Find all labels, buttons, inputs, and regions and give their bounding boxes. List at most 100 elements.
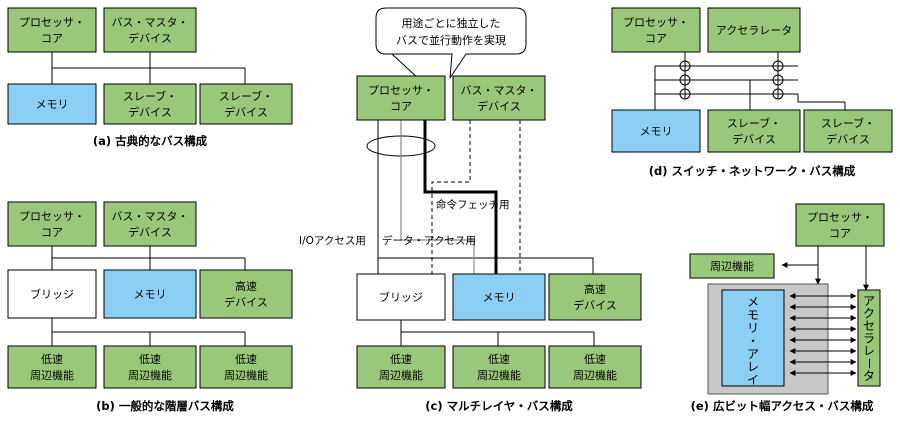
b-cpu-box (7, 201, 97, 247)
e-mem-array-char-5: レ (747, 360, 759, 374)
diagram-d-switch-network: プロセッサ・ コア アクセラレータ メモリ スレーブ・ デバイス スレーブ・ デ… (611, 7, 893, 178)
a-slave2-box (199, 83, 293, 125)
d-caption: (d) スイッチ・ネットワーク・バス構成 (649, 164, 856, 178)
c-callout-bubble (375, 7, 527, 79)
c-low3-label-2: 周辺機能 (573, 368, 617, 382)
d-accel-box (707, 7, 801, 53)
a-slave1-label-1: スレーブ・ (123, 89, 177, 103)
d-accel-label: アクセラレータ (716, 24, 792, 37)
b-low1-label-2: 周辺機能 (30, 368, 74, 382)
d-slave1-label-1: スレーブ・ (727, 116, 781, 130)
diagram-b-hierarchical-bus: プロセッサ・ コア バス・マスタ・ デバイス ブリッジ メモリ 高速 デバイス … (7, 201, 293, 413)
c-fast-label-2: デバイス (573, 298, 617, 312)
b-caption: (b) 一般的な階層バス構成 (96, 399, 234, 413)
c-caption: (c) マルチレイヤ・バス構成 (425, 399, 573, 413)
e-mem-array-box (721, 289, 785, 387)
b-low2-box (103, 345, 197, 389)
e-accel-char-3: ラ (863, 332, 875, 346)
b-bridge-label: ブリッジ (30, 287, 74, 301)
diagram-a-classic-bus: プロセッサ・ コア バス・マスタ・ デバイス メモリ スレーブ・ デバイス スレ… (7, 7, 293, 148)
b-memory-box (103, 269, 197, 319)
e-mem-array-char-3: ・ (747, 334, 759, 348)
a-master-label-2: デバイス (128, 31, 172, 45)
d-cpu-box (611, 7, 701, 53)
e-cpu-label-2: コア (829, 227, 851, 240)
b-master-box (103, 201, 197, 247)
a-cpu-box (7, 7, 97, 53)
e-mem-array-char-6: イ (747, 373, 759, 387)
e-mem-array-vertical-text: メモリ・アレイ (747, 295, 759, 387)
c-instr-bus (423, 120, 498, 274)
e-mem-array-char-2: リ (747, 321, 759, 335)
e-caption: (e) 広ビット幅アクセス・バス構成 (691, 399, 874, 413)
c-master-box (452, 75, 546, 121)
c-master-label-2: デバイス (477, 99, 521, 113)
d-slave2-label-1: スレーブ・ (821, 116, 875, 130)
c-data-label: データ・アクセス用 (382, 234, 476, 247)
b-fast-label-1: 高速 (235, 279, 257, 293)
diagram-e-wide-bus: プロセッサ・ コア 周辺機能 メモリ・アレイ アクセラレータ (e) 広ビット幅… (689, 203, 885, 413)
a-master-box (103, 7, 197, 53)
b-low3-box (199, 345, 293, 389)
a-slave1-label-2: デバイス (128, 105, 172, 119)
d-cpu-label-2: コア (645, 32, 667, 45)
e-accel-char-4: レ (863, 344, 875, 358)
e-accel-char-2: セ (863, 319, 875, 333)
b-master-label-1: バス・マスタ・ (112, 210, 189, 223)
b-bridge-box (7, 269, 97, 319)
c-cpu-box (356, 75, 446, 121)
c-instr-label: 命令フェッチ用 (436, 198, 510, 211)
b-fast-label-2: デバイス (224, 295, 268, 309)
b-low3-label-2: 周辺機能 (224, 368, 268, 382)
c-fast-box (548, 273, 642, 321)
d-cpu-label-1: プロセッサ・ (623, 16, 689, 29)
c-low1-box (356, 345, 446, 389)
d-switch-points (679, 60, 784, 100)
e-mem-array-char-4: ア (747, 347, 759, 361)
c-low2-box (452, 345, 546, 389)
a-memory-box (7, 83, 97, 125)
e-cpu-box (795, 203, 885, 247)
c-fast-label-1: 高速 (584, 282, 606, 296)
a-cpu-label-1: プロセッサ・ (19, 16, 85, 29)
a-cpu-label-2: コア (41, 32, 63, 45)
c-low2-label-1: 低速 (488, 353, 510, 366)
a-master-label-1: バス・マスタ・ (112, 16, 189, 29)
e-cpu-label-1: プロセッサ・ (807, 211, 873, 224)
a-slave2-label-1: スレーブ・ (219, 89, 273, 103)
c-bridge-box (356, 273, 446, 321)
b-fast-box (199, 269, 293, 319)
e-mem-array-char-0: メ (747, 295, 759, 309)
c-cpu-label-1: プロセッサ・ (368, 84, 434, 97)
d-slave2-label-2: デバイス (826, 132, 870, 146)
b-memory-label: メモリ (134, 288, 167, 301)
e-wide-bus-arrows (789, 293, 857, 376)
d-memory-box (611, 109, 701, 153)
e-accel-char-1: ク (863, 307, 875, 321)
b-master-label-2: デバイス (128, 225, 172, 239)
d-slave1-box (707, 109, 801, 153)
c-io-label: I/Oアクセス用 (299, 235, 366, 247)
c-low1-label-2: 周辺機能 (379, 368, 423, 382)
e-accel-box (857, 289, 881, 387)
b-low2-label-2: 周辺機能 (128, 368, 172, 382)
c-low3-box (548, 345, 642, 389)
c-io-bus (377, 120, 594, 274)
e-accel-vertical-text: アクセラレータ (862, 294, 876, 383)
c-callout-line-1: 用途ごとに独立した (402, 16, 501, 30)
e-accel-char-5: ー (862, 357, 876, 369)
e-mem-array-char-1: モ (747, 308, 759, 322)
a-caption: (a) 古典的なバス構成 (93, 134, 208, 148)
b-low1-box (7, 345, 97, 389)
c-cpu-label-2: コア (390, 100, 412, 113)
b-low3-label-1: 低速 (235, 353, 257, 366)
b-cpu-label-2: コア (41, 226, 63, 239)
diagram-c-multilayer-bus: 用途ごとに独立した バスで並行動作を実現 命令フェッチ用 I/Oアクセス用 デー… (299, 7, 642, 413)
c-low1-label-1: 低速 (390, 353, 412, 366)
a-slave1-box (103, 83, 197, 125)
c-data-bus (400, 120, 475, 274)
b-low2-label-1: 低速 (139, 353, 161, 366)
b-low1-label-1: 低速 (41, 353, 63, 366)
d-slave1-label-2: デバイス (732, 132, 776, 146)
